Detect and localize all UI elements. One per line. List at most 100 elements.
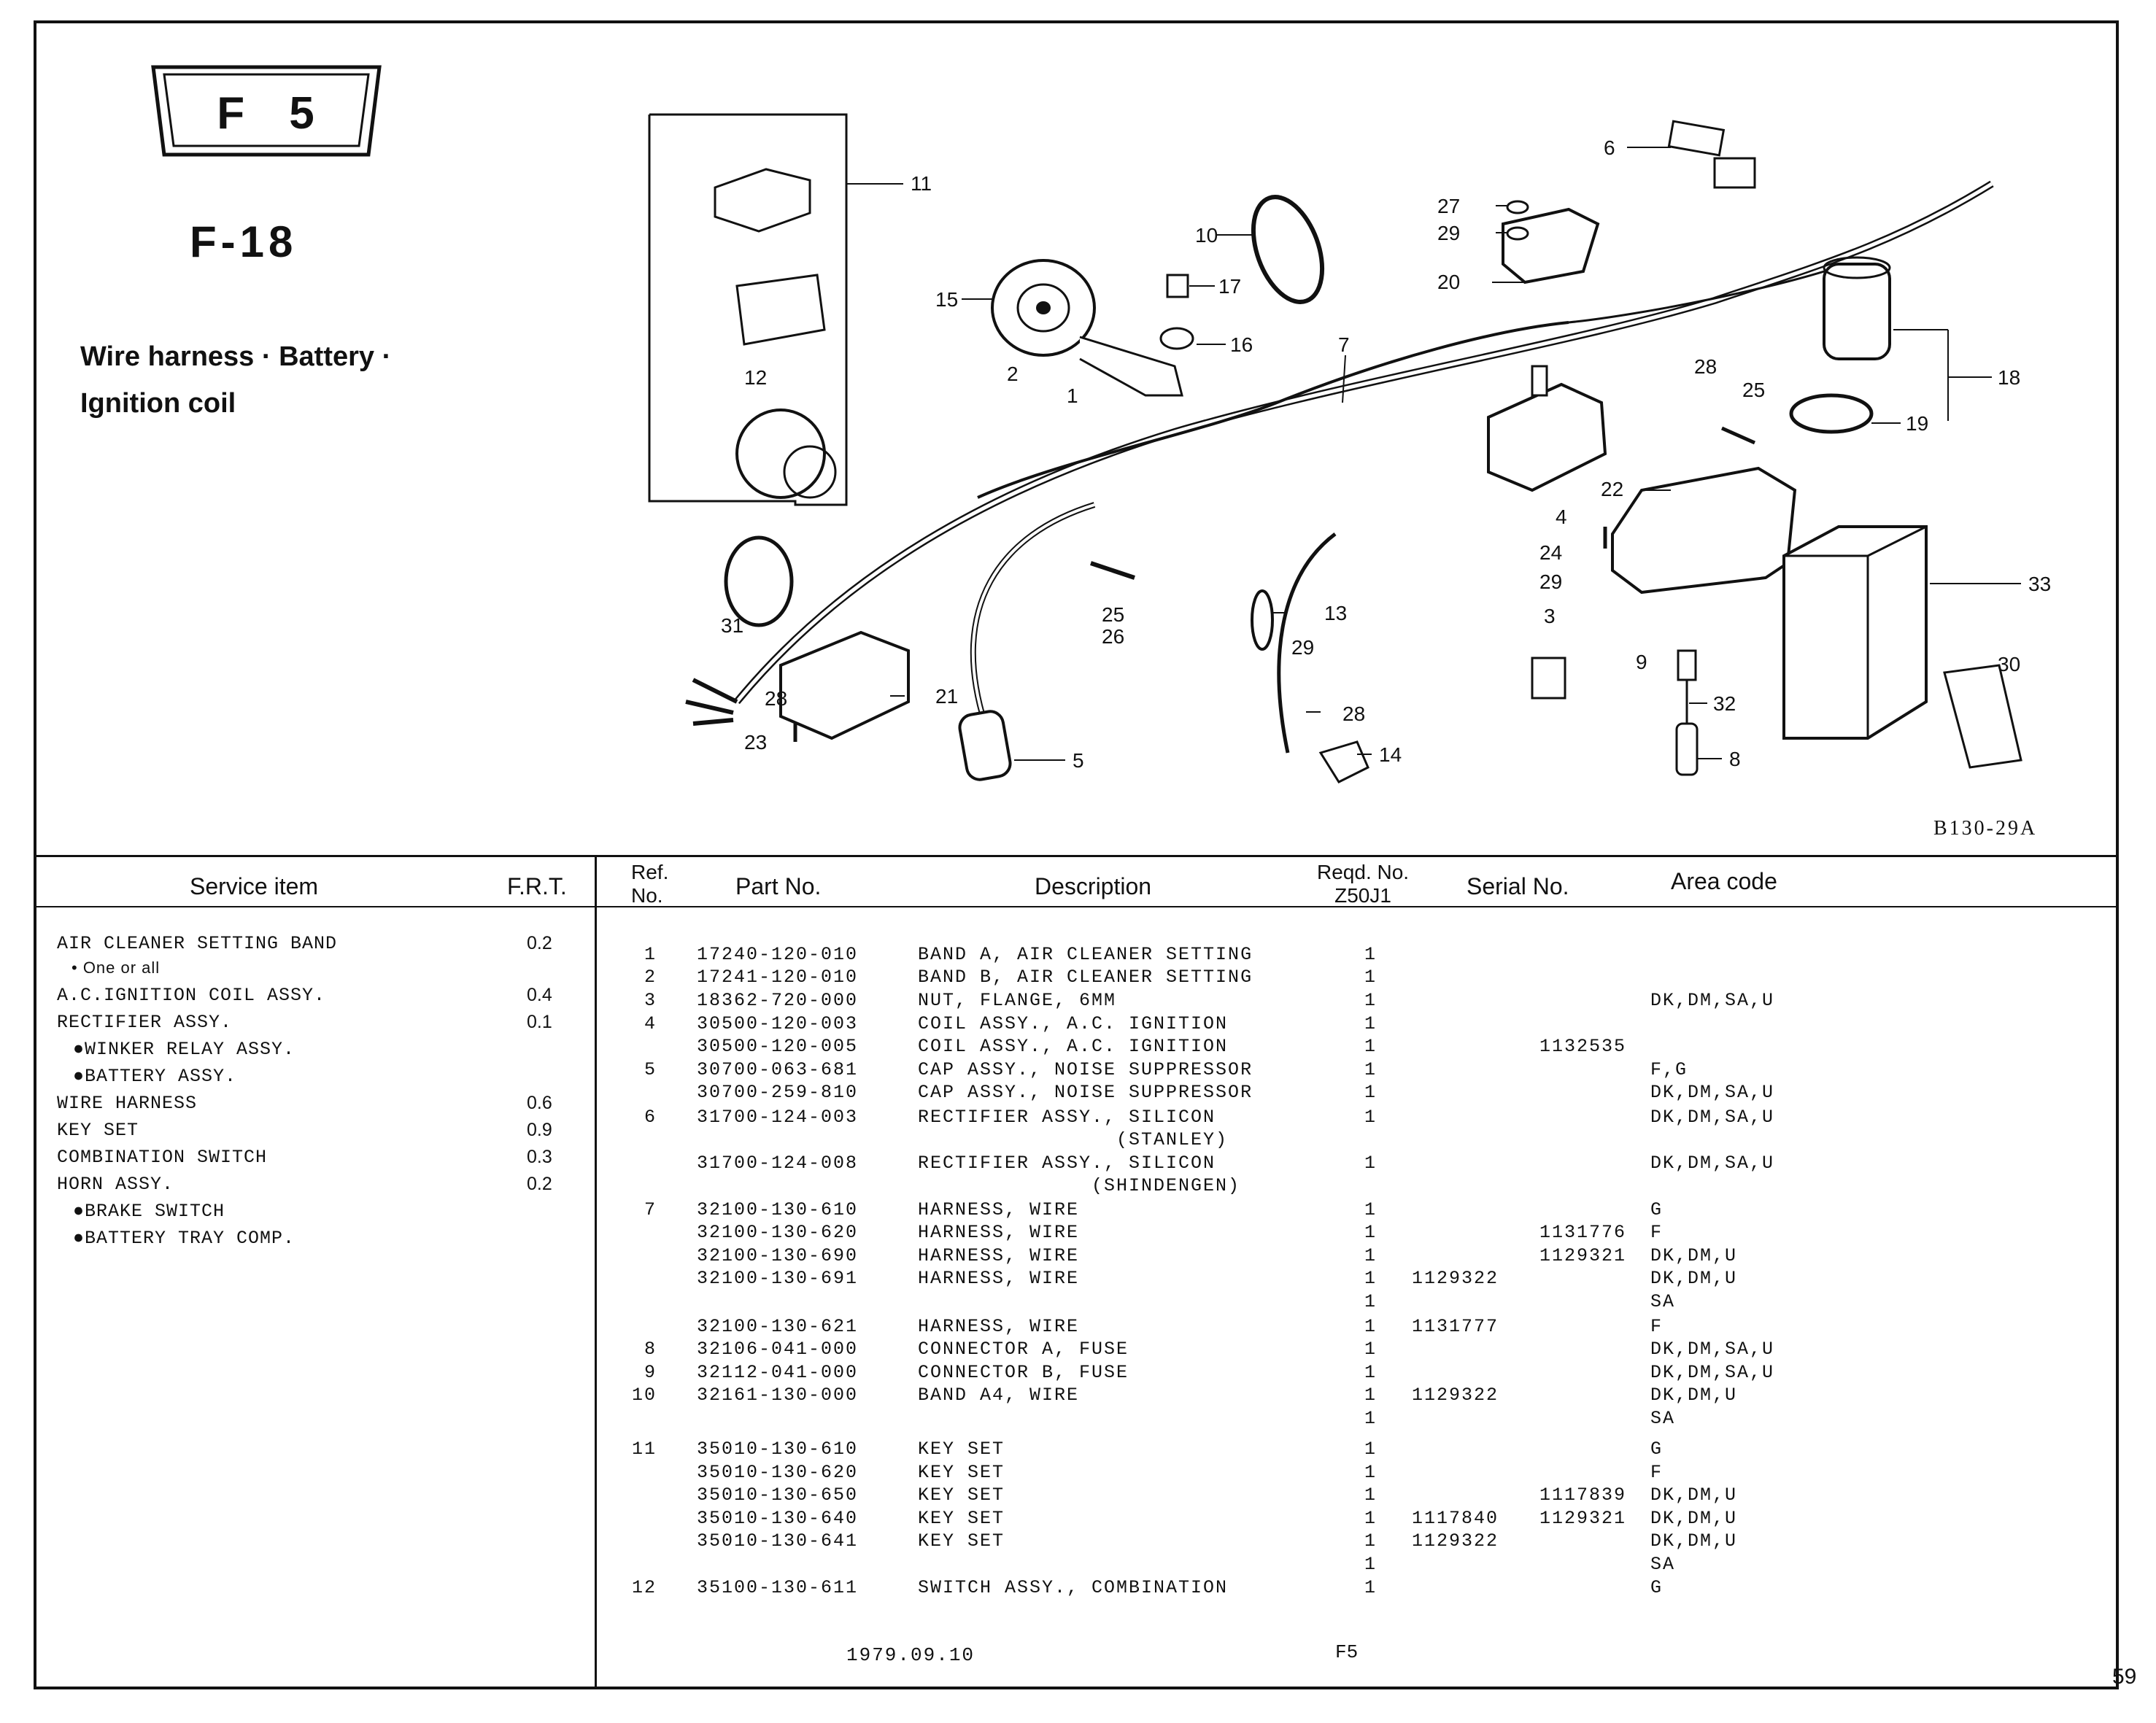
parts-cell-desc: BAND A, AIR CLEANER SETTING (918, 944, 1253, 965)
parts-cell-ref: 7 (644, 1199, 657, 1220)
service-row: RECTIFIER ASSY. (57, 1012, 233, 1033)
service-row: ●BATTERY ASSY. (73, 1066, 237, 1087)
parts-cell-desc: SWITCH ASSY., COMBINATION (918, 1577, 1229, 1598)
callout: 25 (1102, 603, 1124, 626)
service-row: WIRE HARNESS (57, 1093, 198, 1114)
parts-cell-qty: 1 (1364, 1245, 1378, 1266)
parts-cell-part: 35010-130-641 (697, 1530, 859, 1552)
callout: 33 (2028, 573, 2051, 595)
serial-no-header: Serial No. (1467, 873, 1569, 899)
service-row: COMBINATION SWITCH (57, 1147, 268, 1168)
service-frt: 0.6 (527, 1093, 552, 1113)
parts-cell-area: DK,DM,U (1650, 1484, 1738, 1506)
parts-cell-part: 31700-124-003 (697, 1107, 859, 1128)
ref-no-header: Ref. No. (631, 861, 669, 907)
callout: 19 (1906, 412, 1928, 435)
page-number: 59 (2112, 1665, 2137, 1689)
parts-cell-ref: 1 (644, 944, 657, 965)
parts-cell-desc: KEY SET (918, 1484, 1005, 1506)
callout: 31 (721, 614, 743, 637)
parts-cell-area: SA (1650, 1554, 1676, 1575)
parts-cell-part: 32100-130-691 (697, 1268, 859, 1289)
service-row: AIR CLEANER SETTING BAND (57, 933, 338, 954)
parts-cell-desc: (SHINDENGEN) (918, 1175, 1241, 1196)
parts-cell-desc: RECTIFIER ASSY., SILICON (918, 1153, 1216, 1174)
callout: 10 (1195, 224, 1218, 247)
callout: 23 (744, 731, 767, 754)
parts-cell-area: DK,DM,U (1650, 1268, 1738, 1289)
parts-cell-area: DK,DM,U (1650, 1385, 1738, 1406)
parts-cell-desc: KEY SET (918, 1462, 1005, 1483)
parts-cell-ref: 9 (644, 1362, 657, 1383)
parts-cell-s1: 1129322 (1412, 1385, 1499, 1406)
parts-cell-area: DK,DM,U (1650, 1530, 1738, 1552)
service-item-header: Service item (190, 873, 319, 899)
part-no-header: Part No. (735, 873, 822, 899)
figure-divider (36, 855, 2116, 857)
parts-cell-desc: CONNECTOR A, FUSE (918, 1339, 1129, 1360)
parts-cell-part: 35100-130-611 (697, 1577, 859, 1598)
parts-cell-s2: 1131776 (1539, 1222, 1627, 1243)
parts-cell-part: 35010-130-650 (697, 1484, 859, 1506)
parts-cell-s2: 1129321 (1539, 1245, 1627, 1266)
parts-cell-area: DK,DM,U (1650, 1245, 1738, 1266)
parts-cell-area: SA (1650, 1291, 1676, 1312)
parts-cell-s1: 1129322 (1412, 1268, 1499, 1289)
callout: 28 (1694, 355, 1717, 378)
parts-cell-desc: HARNESS, WIRE (918, 1316, 1080, 1337)
area-code-header: Area code (1671, 868, 1777, 894)
figure-title: F-18 (190, 217, 298, 266)
service-row: • One or all (72, 959, 161, 977)
footer-date: 1979.09.10 (846, 1644, 975, 1666)
parts-cell-part: 31700-124-008 (697, 1153, 859, 1174)
parts-cell-desc: NUT, FLANGE, 6MM (918, 990, 1117, 1011)
parts-cell-desc: HARNESS, WIRE (918, 1199, 1080, 1220)
exploded-diagram: 11 6 10 17 16 15 7 2 1 12 18 19 27 29 20… (151, 65, 2051, 783)
parts-cell-part: 35010-130-620 (697, 1462, 859, 1483)
callout: 14 (1379, 743, 1402, 766)
parts-cell-s1: 1129322 (1412, 1530, 1499, 1552)
parts-cell-desc: KEY SET (918, 1508, 1005, 1529)
page-frame: 11 6 10 17 16 15 7 2 1 12 18 19 27 29 20… (34, 20, 2119, 1689)
parts-cell-area: DK,DM,SA,U (1650, 1362, 1775, 1383)
callout: 25 (1742, 379, 1765, 401)
parts-cell-part: 32100-130-610 (697, 1199, 859, 1220)
callout: 15 (935, 288, 958, 311)
parts-cell-desc: COIL ASSY., A.C. IGNITION (918, 1036, 1229, 1057)
parts-cell-qty: 1 (1364, 1153, 1378, 1174)
parts-cell-part: 32161-130-000 (697, 1385, 859, 1406)
callout: 7 (1338, 333, 1350, 356)
parts-cell-qty: 1 (1364, 1036, 1378, 1057)
footer-code: F5 (1335, 1641, 1359, 1663)
service-frt: 0.2 (527, 933, 552, 953)
parts-cell-s1: 1131777 (1412, 1316, 1499, 1337)
parts-cell-qty: 1 (1364, 1508, 1378, 1529)
callout: 22 (1601, 478, 1623, 500)
callout: 24 (1539, 541, 1562, 564)
parts-cell-area: DK,DM,SA,U (1650, 1082, 1775, 1103)
callout: 4 (1556, 506, 1567, 528)
parts-cell-qty: 1 (1364, 1013, 1378, 1034)
reqd-no-header: Reqd. No. Z50J1 (1317, 861, 1410, 907)
parts-cell-area: G (1650, 1439, 1664, 1460)
parts-cell-qty: 1 (1364, 1408, 1378, 1429)
parts-cell-qty: 1 (1364, 1316, 1378, 1337)
parts-cell-desc: RECTIFIER ASSY., SILICON (918, 1107, 1216, 1128)
parts-cell-qty: 1 (1364, 1222, 1378, 1243)
parts-cell-area: G (1650, 1577, 1664, 1598)
service-frt: 0.3 (527, 1147, 552, 1167)
callout: 30 (1998, 653, 2020, 675)
callout: 5 (1073, 749, 1084, 772)
callout: 9 (1636, 651, 1647, 673)
parts-cell-area: F,G (1650, 1059, 1688, 1080)
parts-cell-desc: HARNESS, WIRE (918, 1245, 1080, 1266)
parts-cell-desc: KEY SET (918, 1530, 1005, 1552)
parts-cell-area: DK,DM,SA,U (1650, 1107, 1775, 1128)
callout: 20 (1437, 271, 1460, 293)
parts-cell-part: 30700-063-681 (697, 1059, 859, 1080)
parts-cell-part: 30500-120-003 (697, 1013, 859, 1034)
parts-cell-area: SA (1650, 1408, 1676, 1429)
parts-cell-ref: 11 (631, 1439, 657, 1460)
badge-outline (151, 65, 382, 157)
parts-cell-part: 35010-130-640 (697, 1508, 859, 1529)
